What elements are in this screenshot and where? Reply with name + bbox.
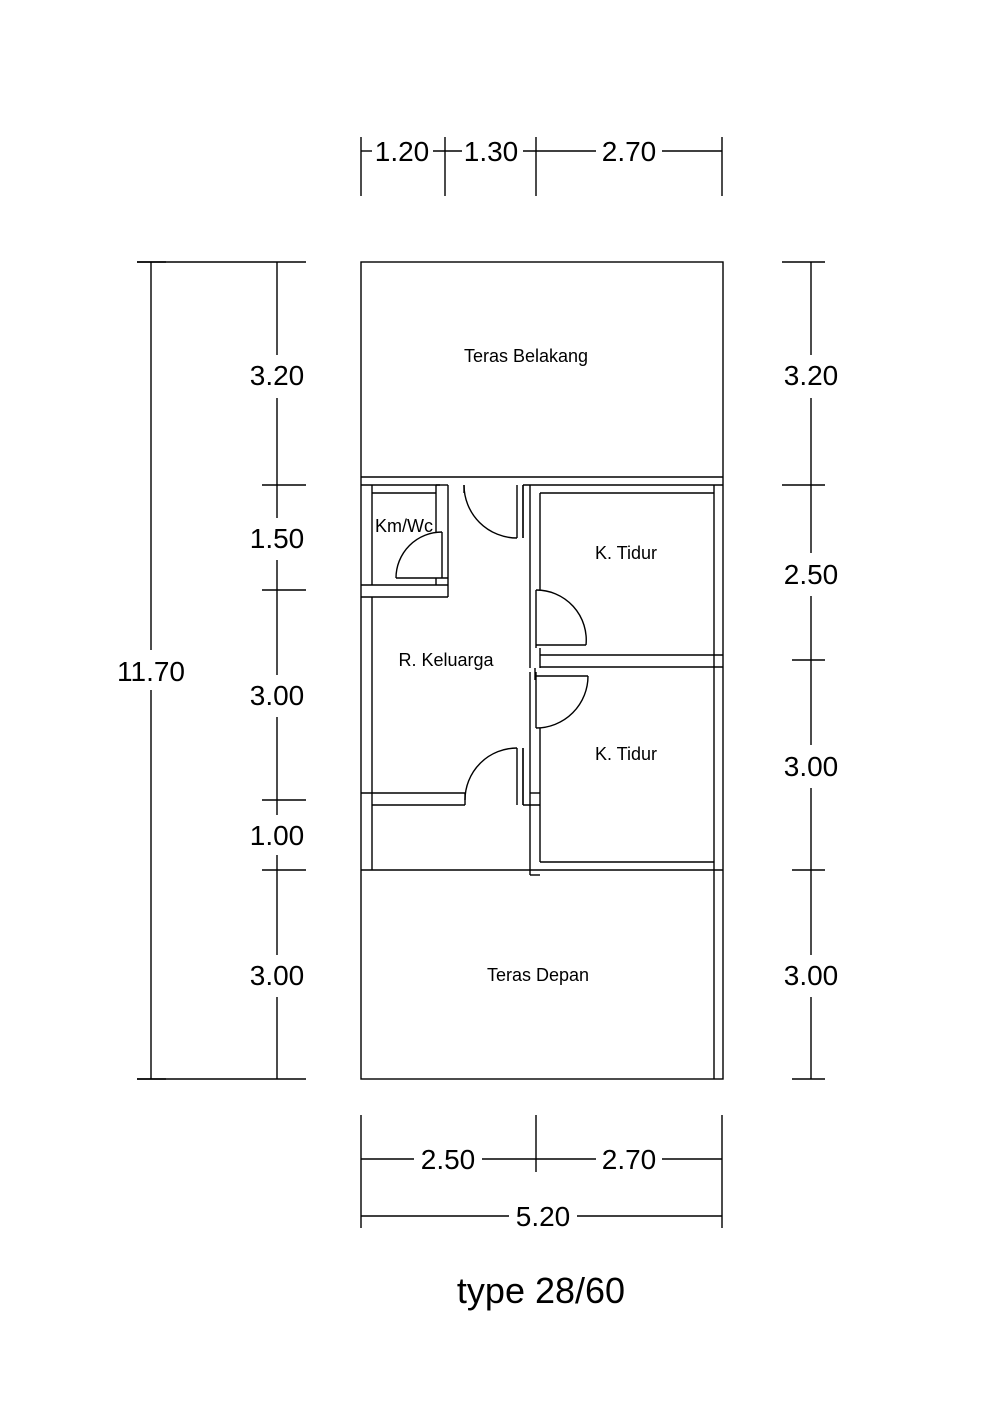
left-total-dimension: 11.70 <box>110 261 192 1080</box>
door-bedroom-1 <box>529 589 587 648</box>
left-segment-dimensions: 3.20 1.50 3.00 1.00 3.00 <box>137 261 306 1080</box>
dim-right-3: 3.00 <box>784 751 839 782</box>
room-label-r-keluarga: R. Keluarga <box>398 650 494 670</box>
dim-right-1: 3.20 <box>784 360 839 391</box>
room-label-k-tidur-1: K. Tidur <box>595 543 657 563</box>
dim-top-3: 2.70 <box>602 136 657 167</box>
dim-bottom-1: 2.50 <box>421 1144 476 1175</box>
door-km-wc <box>395 531 449 579</box>
dim-left-4: 1.00 <box>250 820 305 851</box>
room-label-km-wc: Km/Wc <box>375 516 433 536</box>
room-label-k-tidur-2: K. Tidur <box>595 744 657 764</box>
dim-left-2: 1.50 <box>250 523 305 554</box>
plan-title: type 28/60 <box>457 1270 625 1311</box>
top-dimension: 1.20 1.30 2.70 <box>360 136 723 196</box>
interior-walls <box>361 484 723 1079</box>
dim-top-1: 1.20 <box>375 136 430 167</box>
dim-left-1: 3.20 <box>250 360 305 391</box>
dim-right-4: 3.00 <box>784 960 839 991</box>
dim-bottom-2: 2.70 <box>602 1144 657 1175</box>
bottom-dimensions: 2.50 2.70 5.20 <box>360 1115 723 1232</box>
room-label-teras-depan: Teras Depan <box>487 965 589 985</box>
building-outline <box>360 261 724 1080</box>
right-segment-dimensions: 3.20 2.50 3.00 3.00 <box>782 261 839 1080</box>
dim-left-3: 3.00 <box>250 680 305 711</box>
room-label-teras-belakang: Teras Belakang <box>464 346 588 366</box>
dim-left-5: 3.00 <box>250 960 305 991</box>
door-back <box>463 484 524 539</box>
dim-right-2: 2.50 <box>784 559 839 590</box>
dim-left-total: 11.70 <box>117 656 185 687</box>
door-front <box>464 747 524 805</box>
dim-bottom-total: 5.20 <box>516 1201 571 1232</box>
door-bedroom-2 <box>529 672 589 729</box>
dim-top-2: 1.30 <box>464 136 519 167</box>
